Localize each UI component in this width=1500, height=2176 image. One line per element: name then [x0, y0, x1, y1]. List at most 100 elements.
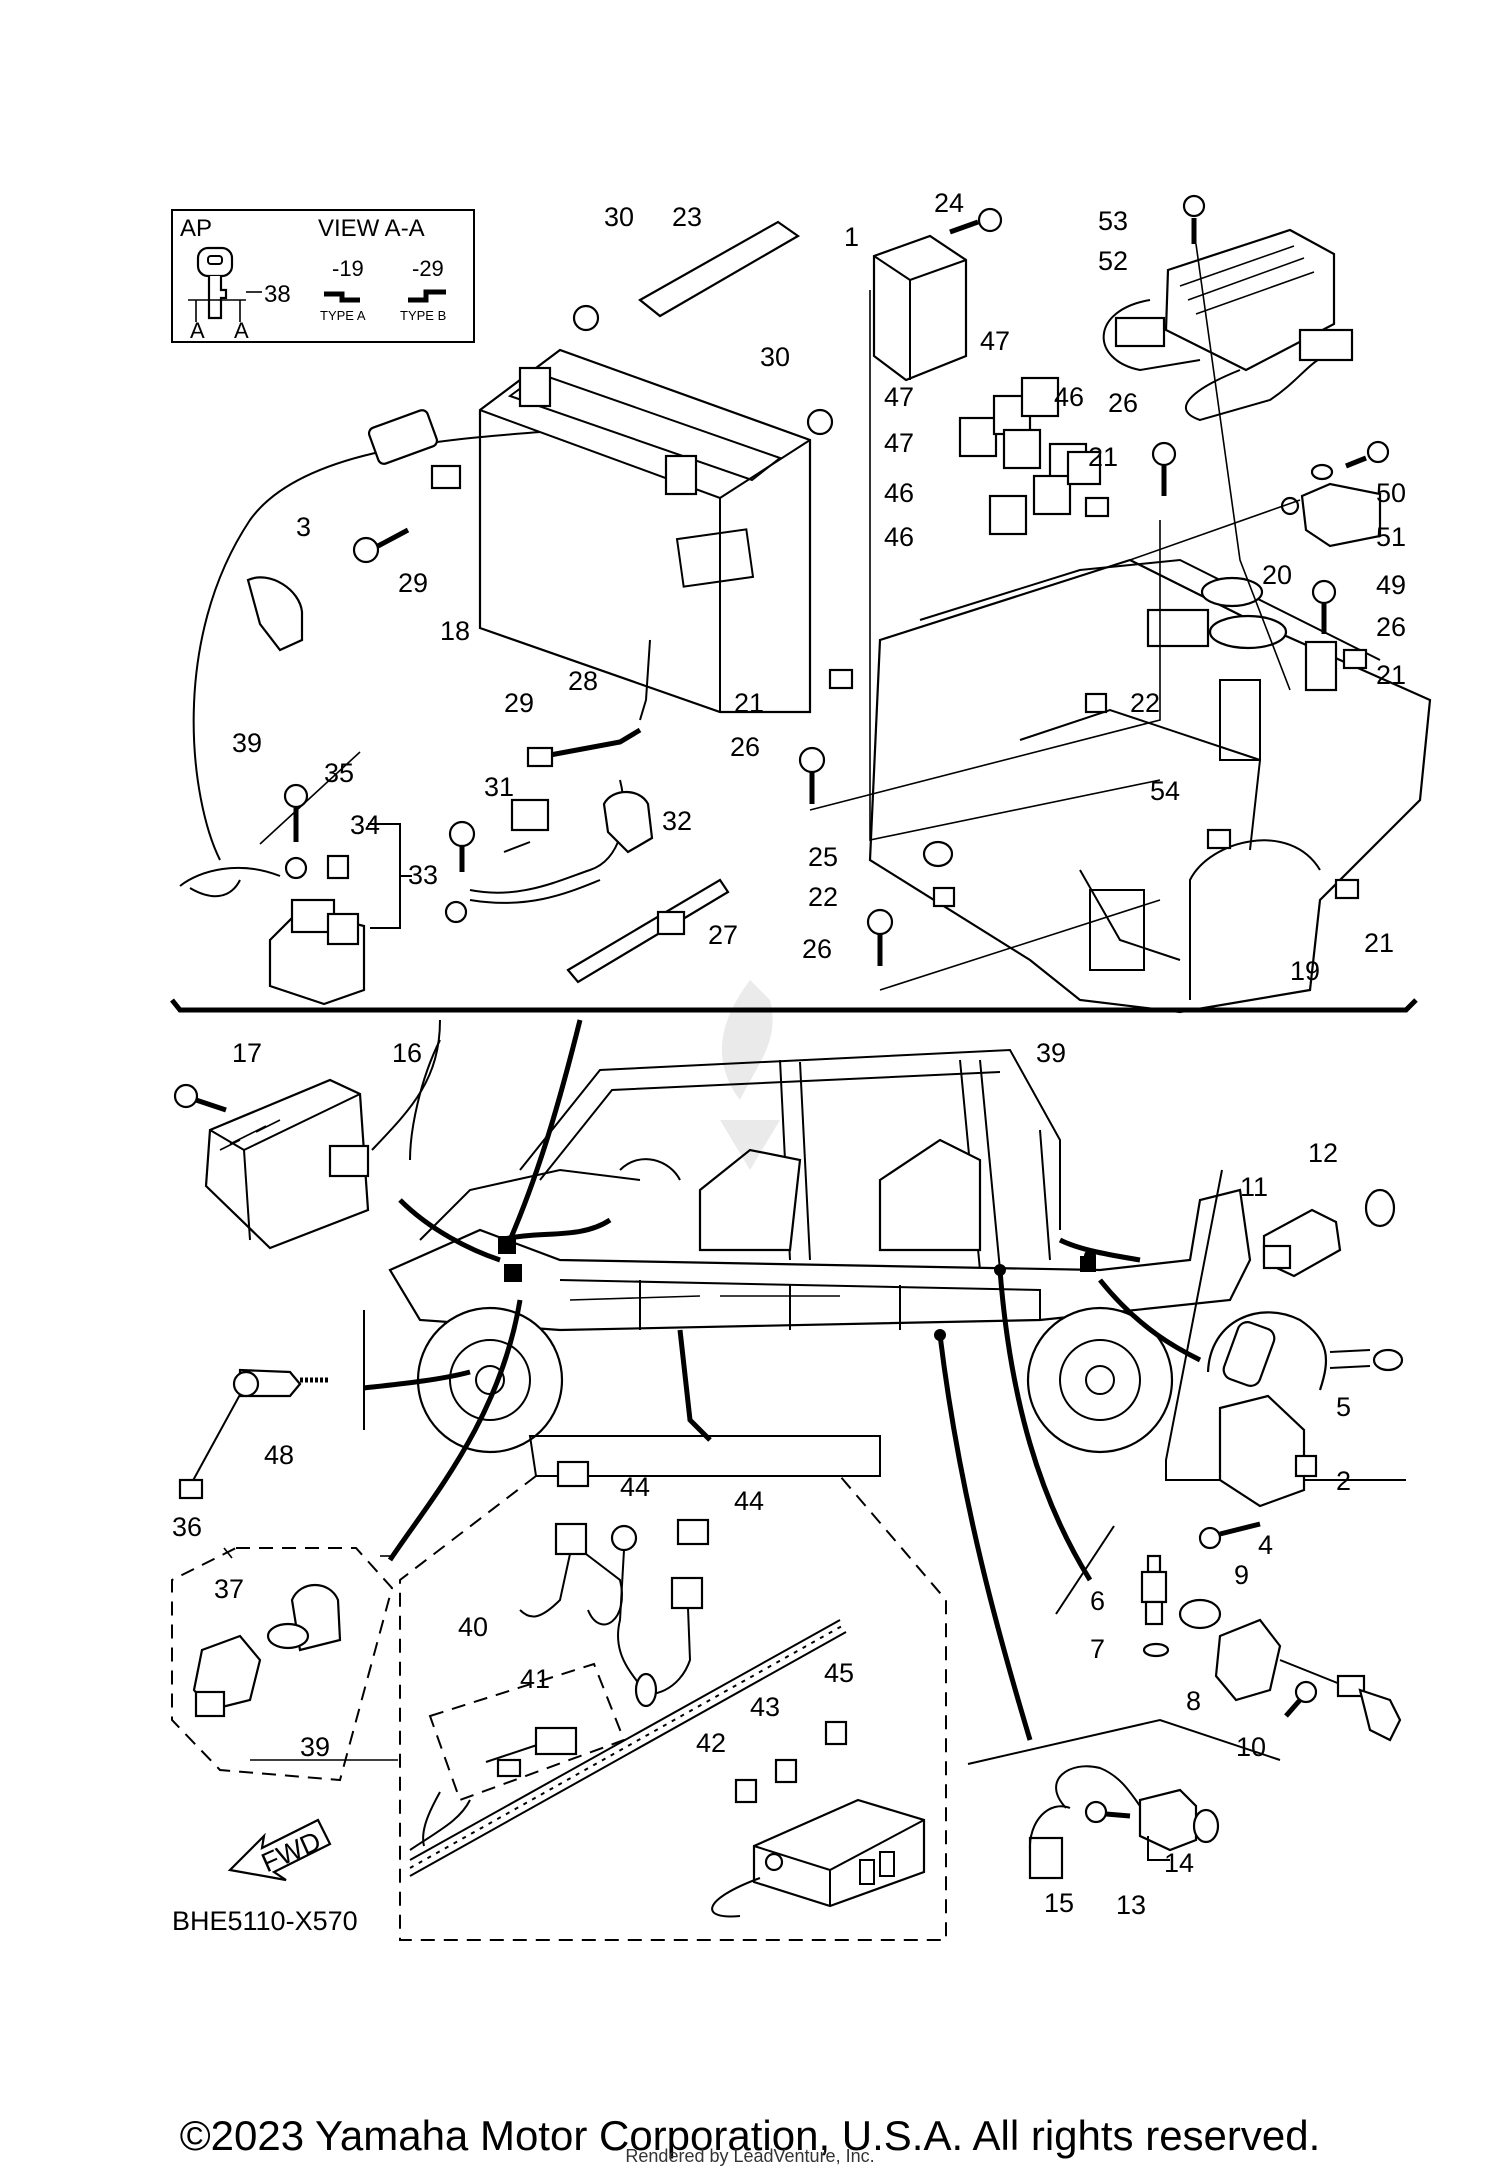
callout-21c: 21: [734, 688, 764, 718]
callout-31: 31: [484, 772, 514, 802]
vehicle-outline: [363, 1019, 1252, 1741]
callout-10: 10: [1236, 1732, 1266, 1762]
callout-53: 53: [1098, 206, 1128, 236]
ignition-group: [1165, 1169, 1406, 1550]
callout-29a: 29: [398, 568, 428, 598]
inset-ref-38: 38: [264, 281, 291, 308]
callout-7: 7: [1090, 1634, 1105, 1664]
callout-12: 12: [1308, 1138, 1338, 1168]
callout-39c: 39: [300, 1732, 330, 1762]
callout-41: 41: [520, 1664, 550, 1694]
battery-box-and-ecu: [798, 194, 1432, 1014]
callout-50: 50: [1376, 478, 1406, 508]
key-icon: [188, 246, 246, 322]
callout-5: 5: [1336, 1392, 1351, 1422]
callout-21b: 21: [1376, 660, 1406, 690]
callout-22b: 22: [808, 882, 838, 912]
callout-52: 52: [1098, 246, 1128, 276]
callout-28: 28: [568, 666, 598, 696]
forward-arrow-icon: FWD: [227, 1818, 332, 1882]
callout-3: 3: [296, 512, 311, 542]
callout-26c: 26: [730, 732, 760, 762]
callout-49: 49: [1376, 570, 1406, 600]
lock-assembly: [171, 1547, 394, 1782]
callout-26a: 26: [1108, 388, 1138, 418]
callout-43: 43: [750, 1692, 780, 1722]
callout-26d: 26: [802, 934, 832, 964]
callout-17: 17: [232, 1038, 262, 1068]
callout-47b: 47: [884, 382, 914, 412]
callout-30a: 30: [604, 202, 634, 232]
callout-26b: 26: [1376, 612, 1406, 642]
sensor-48: [178, 1368, 328, 1500]
callout-46b: 46: [884, 478, 914, 508]
inset-view-label: VIEW A-A: [318, 215, 425, 242]
callout-15: 15: [1044, 1888, 1074, 1918]
callout-39a: 39: [232, 728, 262, 758]
rendered-by-notice: Rendered by LeadVenture, Inc.: [625, 2146, 875, 2166]
starter-relay: [268, 783, 412, 1006]
callout-2: 2: [1336, 1466, 1351, 1496]
callout-51: 51: [1376, 522, 1406, 552]
callout-18: 18: [440, 616, 470, 646]
callout-1: 1: [844, 222, 859, 252]
diagram-code: BHE5110-X570: [172, 1906, 358, 1936]
callout-48: 48: [264, 1440, 294, 1470]
harness-detail-box: [399, 1435, 947, 1941]
battery-cables: [179, 409, 730, 984]
callout-39b: 39: [1036, 1038, 1066, 1068]
callout-24: 24: [934, 188, 964, 218]
callout-21a: 21: [1088, 442, 1118, 472]
type-a-label: TYPE A: [320, 308, 366, 323]
section-a-left: A: [190, 318, 205, 343]
battery-assembly: [478, 220, 834, 714]
callout-13: 13: [1116, 1890, 1146, 1920]
sensor-group-8: [1055, 1525, 1402, 1742]
callout-8: 8: [1186, 1686, 1201, 1716]
callout-16: 16: [392, 1038, 422, 1068]
callout-6: 6: [1090, 1586, 1105, 1616]
callout-9: 9: [1234, 1560, 1249, 1590]
callout-42: 42: [696, 1728, 726, 1758]
rectifier-regulator: [173, 1019, 441, 1250]
copyright-notice: ©2023 Yamaha Motor Corporation, U.S.A. A…: [179, 2112, 1321, 2159]
callout-40: 40: [458, 1612, 488, 1642]
callout-25: 25: [808, 842, 838, 872]
callout-30b: 30: [760, 342, 790, 372]
section-a-right: A: [234, 318, 249, 343]
callout-20: 20: [1262, 560, 1292, 590]
callout-44b: 44: [734, 1486, 764, 1516]
callout-33: 33: [408, 860, 438, 890]
callout-leaders: [223, 751, 398, 1761]
callout-29b: 29: [504, 688, 534, 718]
callout-11: 11: [1240, 1172, 1268, 1202]
callout-labels: 30 23 30 3 29 18 28 29 39 35 31 34 32 33…: [172, 188, 1406, 1936]
type-b-number: -29: [412, 256, 444, 281]
callout-34: 34: [350, 810, 380, 840]
callout-27: 27: [708, 920, 738, 950]
callout-36: 36: [172, 1512, 202, 1542]
view-inset: AP VIEW A-A A A 38 -19 -29 TYPE A TYPE B: [171, 209, 475, 343]
callout-44a: 44: [620, 1472, 650, 1502]
type-a-number: -19: [332, 256, 364, 281]
callout-45: 45: [824, 1658, 854, 1688]
callout-46a: 46: [1054, 382, 1084, 412]
callout-47c: 47: [884, 428, 914, 458]
callout-32: 32: [662, 806, 692, 836]
type-b-label: TYPE B: [400, 308, 446, 323]
inset-ap-label: AP: [180, 215, 212, 242]
callout-21d: 21: [1364, 928, 1394, 958]
callout-54: 54: [1150, 776, 1180, 806]
watermark: [720, 980, 780, 1170]
callout-37: 37: [214, 1574, 244, 1604]
callout-4: 4: [1258, 1530, 1273, 1560]
callout-47a: 47: [980, 326, 1010, 356]
callout-22a: 22: [1130, 688, 1160, 718]
callout-46c: 46: [884, 522, 914, 552]
section-divider: [170, 998, 1418, 1013]
callout-23: 23: [672, 202, 702, 232]
speed-sensor: [967, 1718, 1281, 1880]
callout-19: 19: [1290, 956, 1320, 986]
callout-14: 14: [1164, 1848, 1194, 1878]
